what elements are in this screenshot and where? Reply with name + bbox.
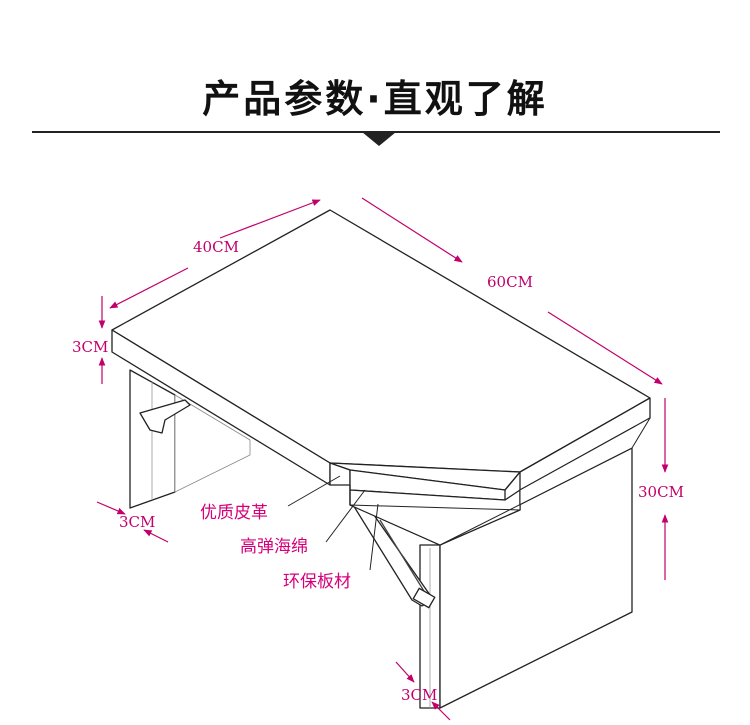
dim-length-top: 60CM <box>487 273 533 291</box>
left-bracket <box>139 399 191 434</box>
dim-width-top: 40CM <box>193 238 239 256</box>
left-leg-inner <box>174 394 251 493</box>
divider-notch-icon <box>362 132 396 146</box>
dim-height: 30CM <box>638 483 684 501</box>
dim-leg-thickness-left: 3CM <box>119 513 155 531</box>
material-board-label: 环保板材 <box>283 572 351 592</box>
material-leather-label: 优质皮革 <box>200 503 268 523</box>
left-leg <box>129 369 176 509</box>
dim-cushion-thickness: 3CM <box>72 338 108 356</box>
material-foam-label: 高弹海绵 <box>240 537 308 557</box>
tabletop-underside <box>349 417 651 546</box>
material-leaders <box>287 475 379 571</box>
dimension-arrows <box>96 197 669 721</box>
page-title: 产品参数·直观了解 <box>202 77 548 121</box>
dim-leg-thickness-front: 3CM <box>401 686 437 704</box>
title-divider <box>32 131 720 133</box>
table-body <box>111 209 651 709</box>
